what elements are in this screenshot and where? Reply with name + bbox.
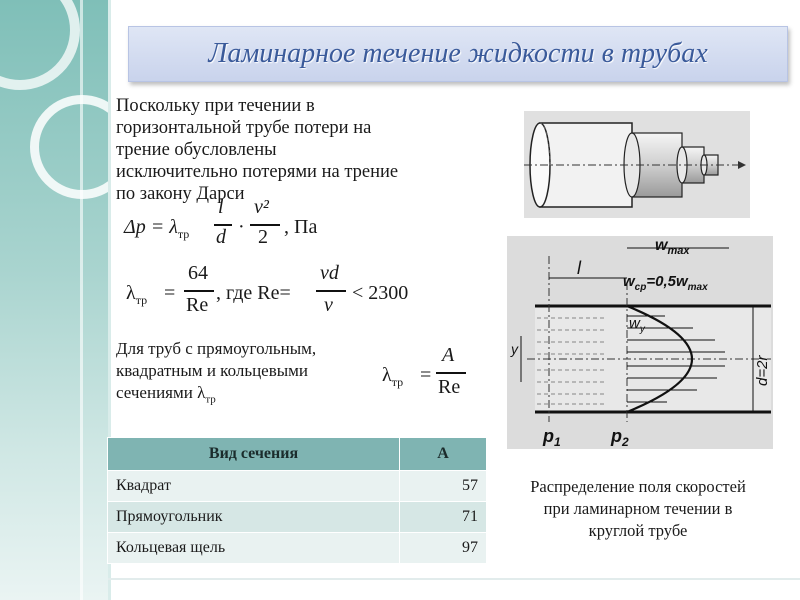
eq3-eq: =: [420, 364, 432, 386]
eq2-tail: < 2300: [352, 282, 409, 304]
fig-label-p1: p1: [542, 426, 561, 449]
darcy-equation: Δp = λтр l d · v² 2 , Па: [124, 196, 384, 258]
decorative-sidebar: [0, 0, 108, 600]
coefficient-table: Вид сечения A Квадрат 57 Прямоугольник 7…: [107, 437, 487, 564]
figure-caption: Распределение поля скоростей при ламинар…: [530, 477, 746, 540]
eq1-d: d: [216, 226, 226, 248]
pipe-layers-figure: [524, 111, 750, 218]
fig-label-wcp: wср=0,5wmax: [623, 273, 708, 293]
fig-label-wmax: wmax: [655, 237, 690, 257]
eq2-lambda: λтр: [126, 282, 148, 307]
sidebar-edge: [108, 0, 111, 600]
table-cell-a: 97: [399, 532, 487, 564]
table-header-section: Вид сечения: [107, 437, 400, 471]
eq1-frac-line: [214, 224, 232, 226]
eq3-lambda: λтр: [382, 364, 404, 389]
eq1-unit: , Па: [284, 216, 318, 238]
lambda-a-equation: λтр = A Re: [378, 342, 478, 404]
eq3-den: Re: [438, 376, 461, 398]
eq1-dot: ·: [238, 216, 245, 238]
section-note-sub: тр: [205, 393, 216, 406]
pipe-layers-drawing: [524, 122, 746, 208]
table-row: Прямоугольник 71: [107, 501, 487, 533]
decorative-ring: [0, 0, 80, 90]
fig-label-l: l: [577, 258, 582, 278]
fig-label-d: d=2r: [754, 355, 771, 386]
table-cell-a: 57: [399, 470, 487, 502]
eq2-vd: vd: [320, 262, 339, 284]
eq1-lhs: Δp = λтр: [124, 216, 190, 241]
section-note-text: Для труб с прямоугольным, квадратным и к…: [116, 339, 317, 402]
eq3-frac-line: [436, 372, 466, 374]
table-row: Кольцевая щель 97: [107, 532, 487, 564]
table-header-row: Вид сечения A: [107, 437, 487, 471]
table-cell-section: Прямоугольник: [107, 501, 400, 533]
fig-label-p2: p2: [610, 426, 629, 449]
eq1-l: l: [218, 196, 224, 218]
eq2-frac-line: [316, 290, 346, 292]
eq2-num: 64: [188, 262, 208, 284]
eq2-frac-line: [184, 290, 214, 292]
section-note: Для труб с прямоугольным, квадратным и к…: [116, 338, 378, 410]
eq2-eq: =: [164, 282, 176, 304]
eq2-nu: ν: [324, 294, 333, 316]
eq2-den: Re: [186, 294, 209, 316]
table-cell-section: Кольцевая щель: [107, 532, 400, 564]
eq1-frac-line: [250, 224, 280, 226]
eq3-num: A: [442, 344, 455, 366]
fig-label-wy: wy: [629, 315, 646, 335]
table-row: Квадрат 57: [107, 470, 487, 502]
fig-label-y: y: [510, 341, 519, 357]
velocity-profile-figure: l wmax wср=0,5wmax wy y d=2r p1 p2: [507, 236, 773, 449]
slide-title: Ламинарное течение жидкости в трубах: [208, 38, 708, 69]
eq2-where: , где Re=: [216, 282, 291, 304]
table-header-a: A: [399, 437, 487, 471]
lambda-equation: λтр = 64 Re , где Re= vd ν < 2300: [118, 262, 418, 324]
velocity-profile-drawing: l wmax wср=0,5wmax wy y d=2r p1 p2: [510, 237, 771, 449]
eq1-v2: v²: [254, 196, 269, 218]
bottom-divider: [108, 578, 800, 580]
decorative-ring: [30, 95, 108, 199]
table-cell-section: Квадрат: [107, 470, 400, 502]
eq1-two: 2: [258, 226, 268, 248]
decorative-line: [80, 0, 83, 600]
slide-title-box: Ламинарное течение жидкости в трубах: [128, 26, 788, 82]
table-cell-a: 71: [399, 501, 487, 533]
intro-text: Поскольку при течении в горизонтальной т…: [116, 96, 399, 204]
